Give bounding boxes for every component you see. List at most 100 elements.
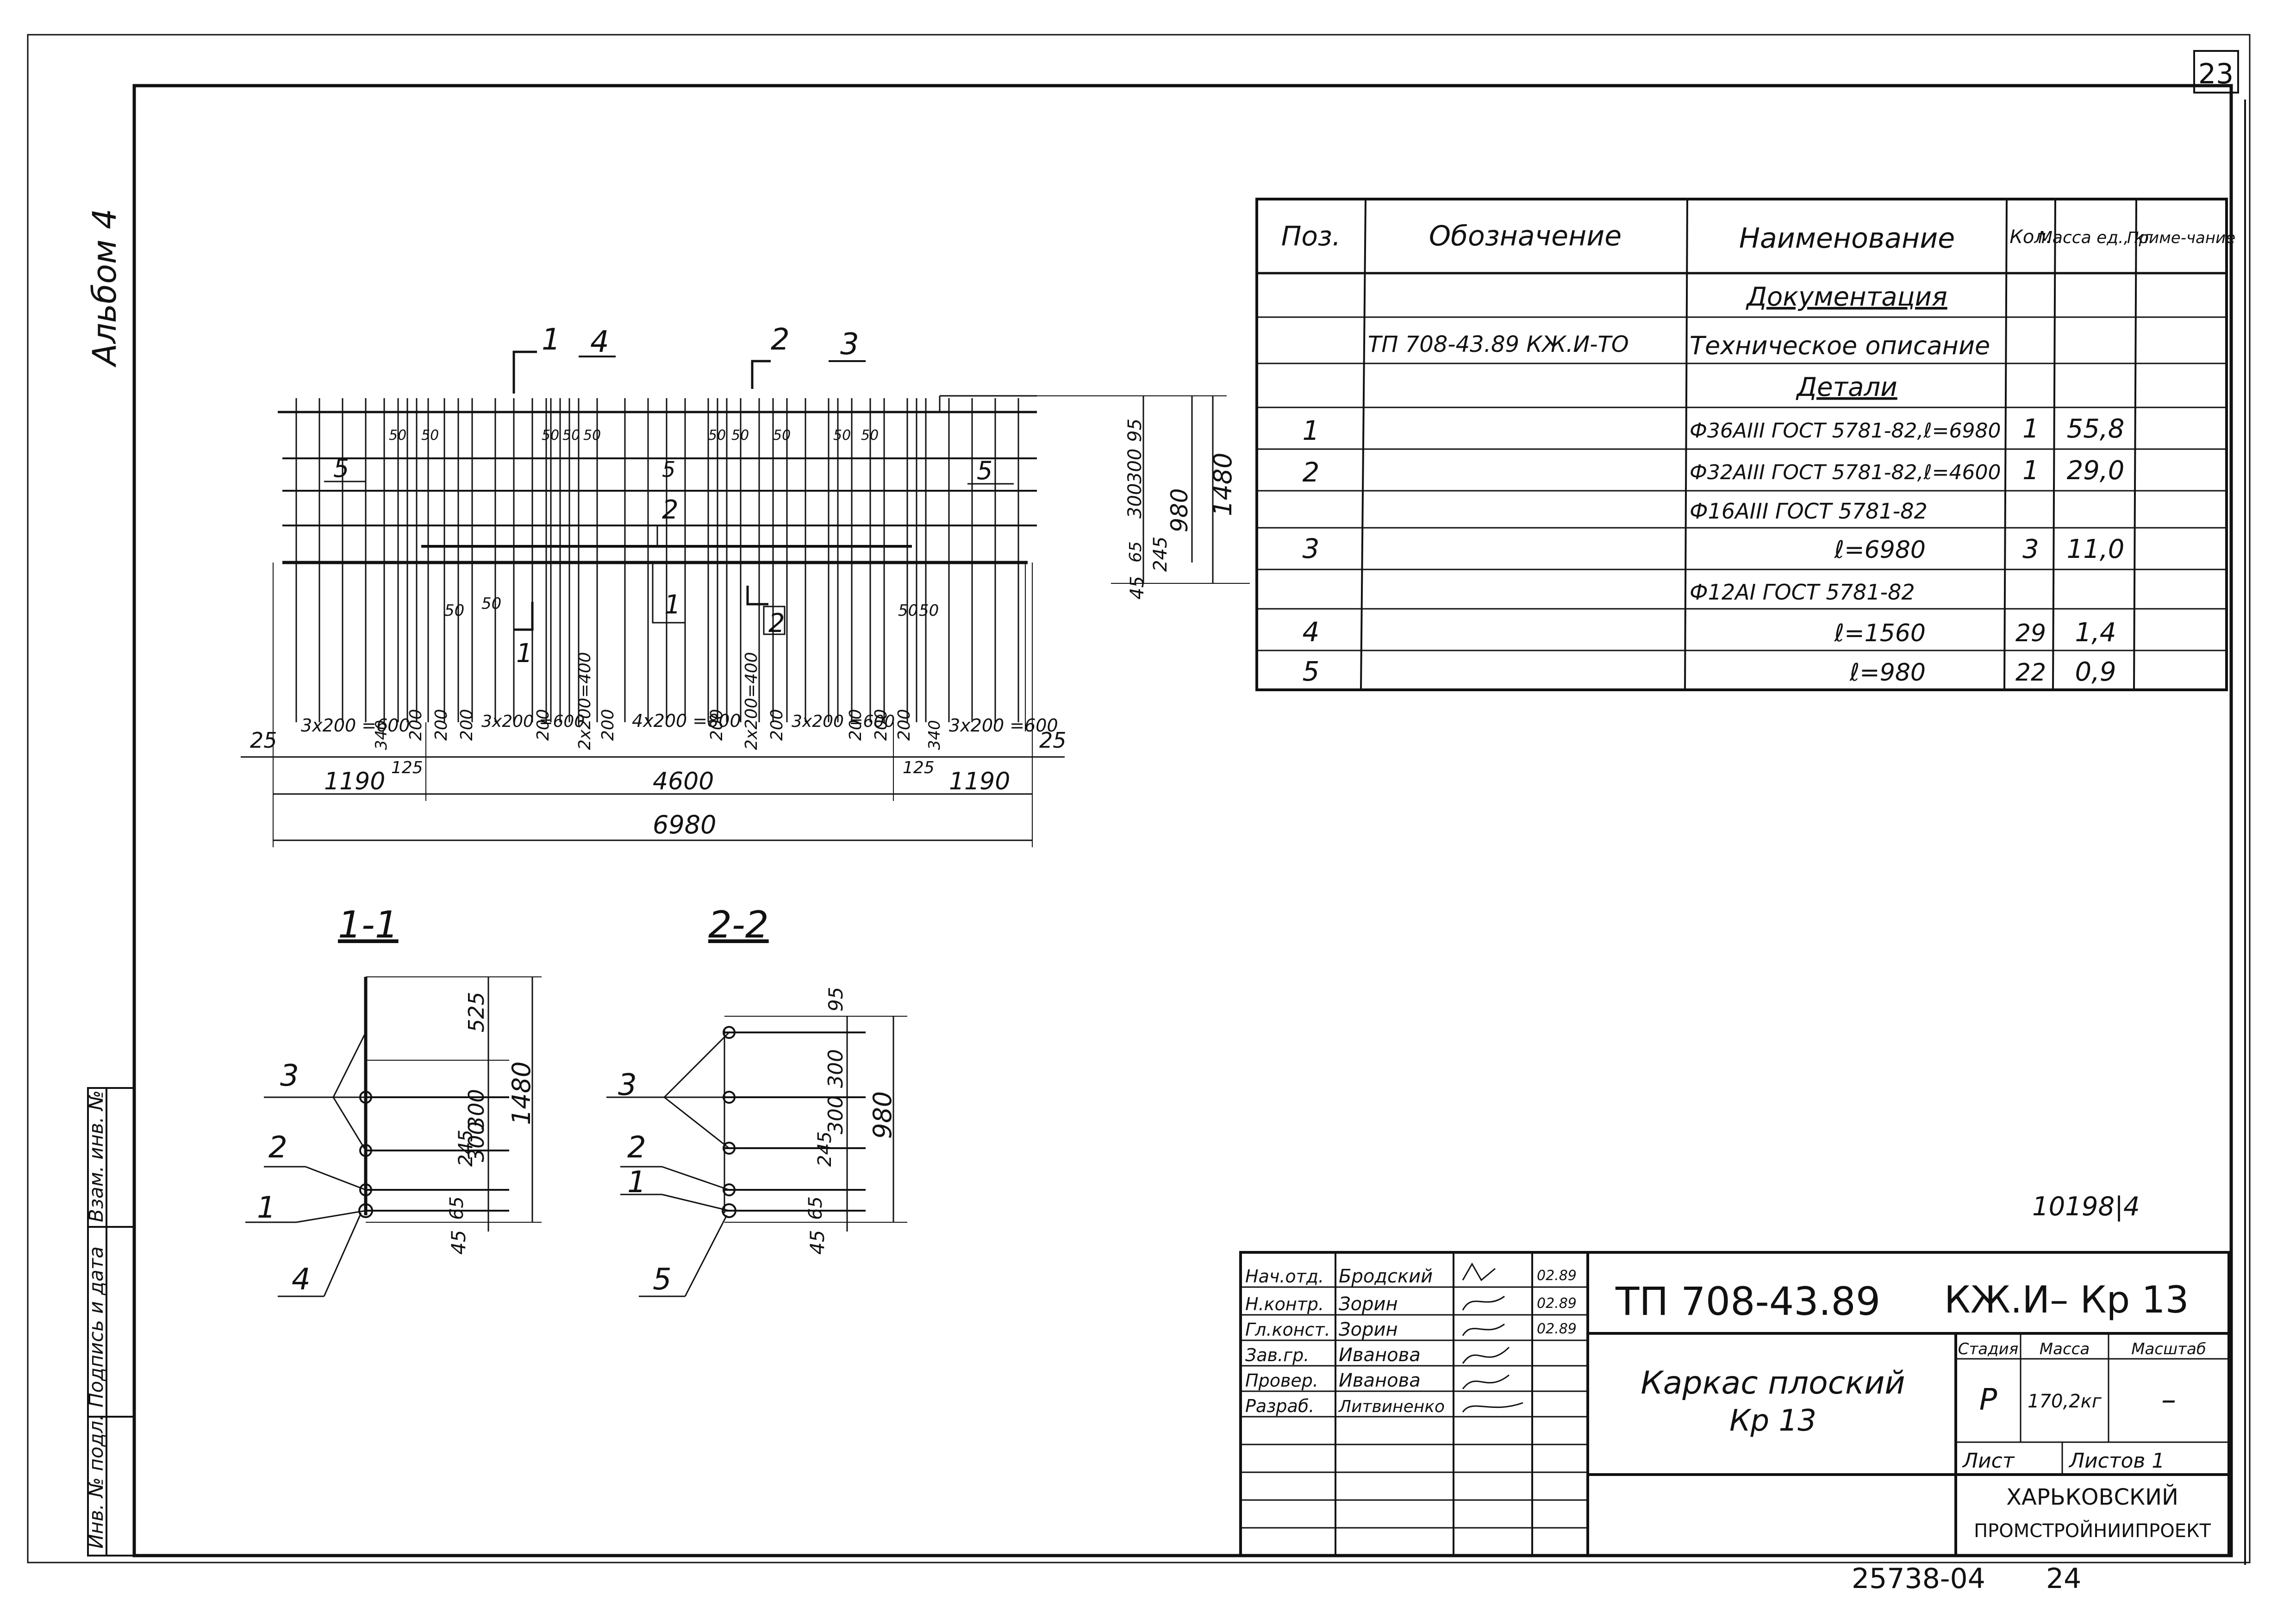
row-2-mass: 29,0 [2067,456,2125,486]
signature-scribble-5 [1462,1374,1510,1389]
dim-b-4x200: 4x200 =800 [632,711,741,731]
row-12-name: Ф12АI ГОСТ 5781-82 [1690,580,1915,605]
bar-mark-2: 2 [662,495,679,525]
section-2-2-title: 2-2 [708,903,769,946]
sig-role-1: Нач.отд. [1245,1266,1324,1287]
inventory-label-3: Взам. инв. № [85,1090,107,1222]
s22-dim-95: 95 [824,987,847,1012]
dim-4600: 4600 [653,768,714,795]
row-5-pos: 5 [1303,656,1320,687]
sig-role-4: Зав.гр. [1245,1345,1309,1365]
dim-50-n: 50 [919,601,939,620]
row-5-qty: 22 [2015,659,2046,687]
inventory-label-1: Инв. № подл. [85,1414,107,1549]
dim-b-200i: 200 [872,709,891,741]
row-3-name: ℓ=6980 [1834,536,1926,564]
s22-callout-2: 2 [627,1131,646,1165]
drawing-title-1: Каркас плоский [1641,1365,1905,1401]
scale-header: Масштаб [2131,1340,2206,1358]
dim-b-340b: 340 [925,720,944,750]
row-details: Детали [1795,372,1897,402]
row-1-qty: 1 [2022,414,2039,444]
inner-frame [132,84,2233,1557]
row-1-name: Ф36АIII ГОСТ 5781-82,ℓ=6980 [1690,419,2001,443]
row-1-mass: 55,8 [2067,414,2125,444]
dim-b-3x200b: 3x200 =600 [481,712,585,731]
dim-right-300b: 300 [1124,483,1146,519]
s11-callout-3: 3 [280,1059,299,1093]
bar-mark-5c: 5 [977,456,992,485]
sig-role-5: Провер. [1245,1370,1318,1391]
signature-scribble-3 [1462,1323,1505,1336]
sheet-label: Лист [1962,1449,2015,1473]
s22-dim-980: 980 [868,1091,897,1139]
dim-right-300a: 300 [1124,449,1146,484]
footer-code: 25738-04 [1852,1563,1985,1595]
dim-50-d: 50 [562,427,580,444]
dim-1190a: 1190 [324,768,385,795]
section-mark-4: 4 [590,325,609,359]
sig-date-1: 02.89 [1537,1268,1577,1284]
sig-role-2: Н.контр. [1245,1294,1324,1314]
sig-role-6: Разраб. [1245,1396,1314,1416]
elevation-view: 1 4 2 3 5 5 5 2 1 1 2 50 50 50 50 50 50 … [241,323,1250,847]
row-4-pos: 4 [1303,616,1320,648]
row-2-name: Ф32АIII ГОСТ 5781-82,ℓ=4600 [1690,461,2001,484]
s22-callout-5: 5 [653,1263,672,1297]
dim-b-200a: 200 [406,709,425,741]
s22-dim-300b: 300 [824,1095,848,1134]
dim-b-25b: 25 [1039,728,1067,753]
dim-right-245: 245 [1150,537,1171,572]
signature-scribble-2 [1462,1295,1505,1311]
spec-table: Поз. Обозначение Наименование Кол. Масса… [1255,198,2235,691]
sig-name-5: Иванова [1339,1370,1421,1391]
dim-50-f: 50 [708,427,726,444]
dim-b-200g: 200 [767,709,786,741]
s11-callout-2: 2 [268,1131,287,1165]
row-2-pos: 2 [1303,456,1320,488]
row-4-qty: 29 [2015,619,2046,647]
dim-b-200f: 200 [707,709,726,741]
dim-50-l: 50 [481,594,501,613]
s11-dim-1480: 1480 [507,1062,536,1125]
row-4-mass: 1,4 [2075,618,2116,648]
dim-6980: 6980 [653,810,716,839]
dim-50-m: 50 [898,601,918,620]
s11-dim-300b: 300 [464,1121,489,1162]
inventory-label-2: Подпись и дата [85,1246,107,1407]
sheet-number: 23 [2198,58,2234,90]
section-1-1-title: 1-1 [338,903,399,946]
album-label: Альбом 4 [86,209,124,368]
bottom-dims-row1: 25 3x200 =600 340 200 200 200 3x200 =600… [250,652,1067,753]
dim-b-200e: 200 [599,709,618,741]
dim-50-a: 50 [389,427,406,444]
section-low-1: 1 [516,638,533,669]
sig-name-4: Иванова [1339,1344,1421,1366]
s11-dim-525: 525 [464,992,489,1032]
signature-scribble-6 [1462,1402,1523,1413]
dim-b-2x200a: 2x200=400 [575,652,594,750]
dim-125b: 125 [903,758,935,777]
section-mark-2: 2 [771,323,790,357]
sheet-code: КЖ.И– Кр 13 [1944,1278,2189,1321]
bar-mark-1: 1 [664,590,681,620]
sig-name-1: Бродский [1339,1266,1433,1287]
row-5-name: ℓ=980 [1849,659,1926,687]
bar-mark-5a: 5 [333,454,349,483]
dim-50-h: 50 [773,427,791,444]
dim-50-i: 50 [833,427,851,444]
header-mass: Масса ед., кг [2038,228,2153,247]
row-1-pos: 1 [1303,415,1320,446]
dim-b-3x200a: 3x200 =600 [301,715,410,736]
header-name: Наименование [1739,222,1955,255]
dim-b-25a: 25 [250,728,277,753]
dim-b-200b: 200 [432,709,451,741]
row-3-mass: 11,0 [2067,534,2125,564]
title-block: Нач.отд. Бродский 02.89 Н.контр. Зорин 0… [1239,1251,2230,1557]
stirrups [295,398,1019,722]
dim-b-200h: 200 [846,709,865,741]
org-name-2: ПРОМСТРОЙНИИПРОЕКТ [1974,1519,2211,1542]
dim-125a: 125 [391,758,423,777]
row-4-name: ℓ=1560 [1834,619,1926,647]
